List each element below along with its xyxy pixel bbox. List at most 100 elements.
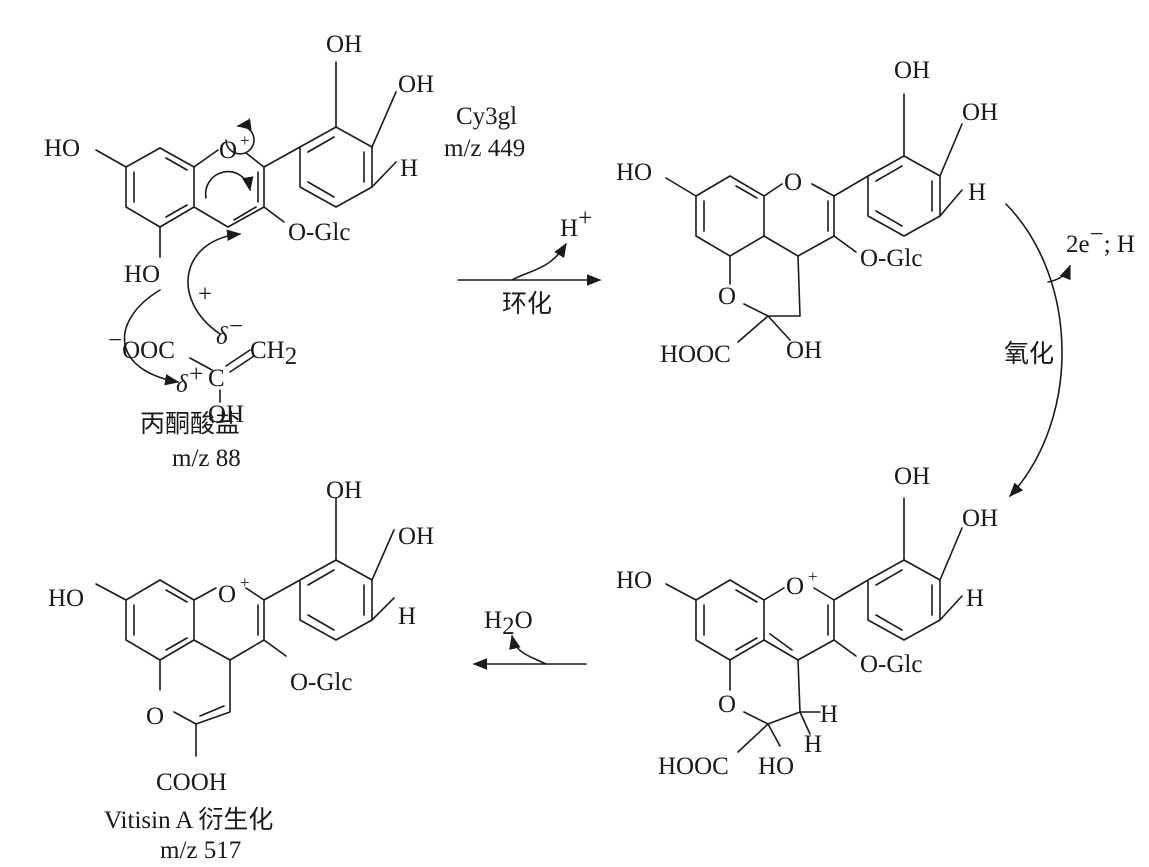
int2-ring-d: [743, 659, 801, 725]
int2-bond-glc: [833, 639, 857, 657]
vit-bond-b1: [307, 569, 335, 586]
carboxylate-label: OOC: [122, 337, 175, 364]
int2-bond-a2: [735, 589, 758, 603]
int1-bond-o1: [763, 183, 783, 197]
dehydration-step: H2O: [472, 607, 587, 670]
int2-ho: HO: [758, 753, 794, 780]
int2-oh-right: OH: [962, 505, 998, 532]
int1-lower-oxygen: O: [718, 283, 736, 310]
nucleophilic-attack-arrow: [123, 289, 180, 386]
vit-oh-right: OH: [398, 523, 434, 550]
hydrogen-symbol: ; H: [1104, 231, 1135, 258]
vit-ring-b: [299, 559, 373, 641]
pyruvate-structure: −OOC C CH2 OH δ− δ+ 丙酮酸盐 m/z 88 +: [108, 229, 297, 472]
addition-plus: +: [198, 281, 212, 308]
int2-bond-cooh: [737, 723, 769, 753]
int2-bond-b-link: [833, 579, 869, 601]
int1-oh-top: OH: [894, 57, 930, 84]
pyruvate-bond-1: [189, 357, 213, 371]
int1-ring-b: [867, 155, 941, 237]
water-subscript: 2: [502, 613, 515, 640]
pyruvate-mz-value: 88: [216, 445, 241, 472]
cy3gl-ho-bottom: HO: [124, 261, 160, 288]
int2-ring-b: [867, 559, 941, 641]
cy3gl-ho-left: HO: [44, 135, 80, 162]
vit-ring-a: [125, 579, 195, 661]
int1-bond-ho: [665, 177, 697, 197]
cy3gl-h: H: [400, 155, 418, 182]
int2-ring-oxygen: O: [786, 573, 804, 600]
vit-bond-ho: [95, 583, 127, 601]
cy3gl-oh-right: OH: [398, 71, 434, 98]
water-o: O: [515, 607, 533, 634]
int1-bond-oh: [767, 315, 791, 341]
int1-hooc: HOOC: [660, 341, 731, 368]
intermediate1-structure: OH OH HO O H O-Glc O HOOC OH: [616, 57, 998, 368]
int1-bond-b3: [875, 210, 903, 227]
vit-bond-glc: [263, 639, 287, 657]
int2-bond-h: [939, 595, 963, 621]
int2-h1: H: [820, 701, 838, 728]
cy3gl-structure: OH OH HO O + H O-Glc HO Cy3gl m/z 449: [44, 31, 525, 288]
int2-h2: H: [804, 731, 822, 758]
cy3gl-positive-charge: +: [240, 131, 250, 150]
int2-lower-oxygen: O: [718, 691, 736, 718]
int1-o-glc: O-Glc: [860, 245, 922, 272]
vit-oh-top: OH: [326, 477, 362, 504]
cyclization-label: 环化: [502, 290, 552, 318]
int1-bond-glc: [833, 235, 857, 253]
delta-plus: δ+: [176, 361, 205, 398]
pyruvate-mz-prefix: m/z: [172, 445, 210, 472]
pyruvate-name: 丙酮酸盐: [140, 410, 240, 438]
cy3gl-ring-oxygen: O: [219, 137, 237, 164]
cyclization-step: H+ 环化: [457, 205, 602, 318]
int2-ring-a: [695, 579, 765, 661]
oxidation-byproduct: 2e−; H: [1066, 221, 1135, 258]
pyruvate-oh: OH: [208, 401, 244, 428]
pyruvate-ch2: CH2: [250, 337, 297, 370]
vitisin-name: Vitisin A 衍生化: [104, 806, 273, 834]
int1-ring-a: [695, 175, 765, 257]
vit-ring-oxygen: O: [218, 581, 236, 608]
cy3gl-mz-prefix: m/z: [444, 135, 482, 162]
int2-bond-c2: [769, 633, 793, 651]
cy3gl-name: Cy3gl: [456, 103, 517, 130]
delta-minus-symbol: δ: [216, 323, 228, 350]
vitisin-mz: m/z 517: [160, 837, 241, 864]
vit-bond-b3: [307, 614, 335, 631]
intermediate2-structure: OH OH HO O + H O-Glc O HOOC HO H H: [616, 463, 998, 780]
vitisin-structure: OH OH HO O + H O-Glc O COOH Vitisin A 衍生…: [48, 477, 434, 864]
int1-ho-left: HO: [616, 159, 652, 186]
water-h: H: [484, 607, 502, 634]
vit-lower-oxygen: O: [146, 703, 164, 730]
ch2-label: CH: [250, 337, 285, 364]
int2-bond-b3: [875, 614, 903, 631]
int1-bond-cooh: [737, 315, 769, 343]
int2-bond-b1: [875, 569, 903, 586]
delta-plus-symbol: δ: [176, 371, 188, 398]
electrophilic-attack-arrow: [187, 229, 242, 335]
int2-h: H: [966, 585, 984, 612]
int2-o-glc: O-Glc: [860, 651, 922, 678]
proton-symbol: H: [560, 215, 578, 242]
delta-plus-sign: +: [188, 361, 205, 388]
int2-oh-top: OH: [894, 463, 930, 490]
delta-minus: δ−: [216, 313, 245, 350]
vit-h: H: [398, 603, 416, 630]
vit-cooh: COOH: [156, 769, 227, 796]
cy3gl-bonds: [95, 61, 397, 258]
int1-bond-b-link: [833, 175, 869, 197]
vit-bond-b-link: [263, 579, 301, 601]
oxidation-label: 氧化: [1004, 340, 1054, 368]
electron-charge: −: [1090, 221, 1104, 248]
cy3gl-mz-value: 449: [488, 135, 526, 162]
vit-positive-charge: +: [240, 573, 250, 592]
cy3gl-o-glc: O-Glc: [288, 219, 350, 246]
int1-bond-oh-right: [939, 123, 963, 177]
proton-byproduct: H+: [560, 205, 592, 242]
int1-bond-a2: [735, 185, 758, 199]
int2-bond-ho: [665, 583, 697, 601]
pyruvate-carboxylate: −OOC: [108, 327, 175, 364]
vit-ring-d: [173, 659, 231, 725]
